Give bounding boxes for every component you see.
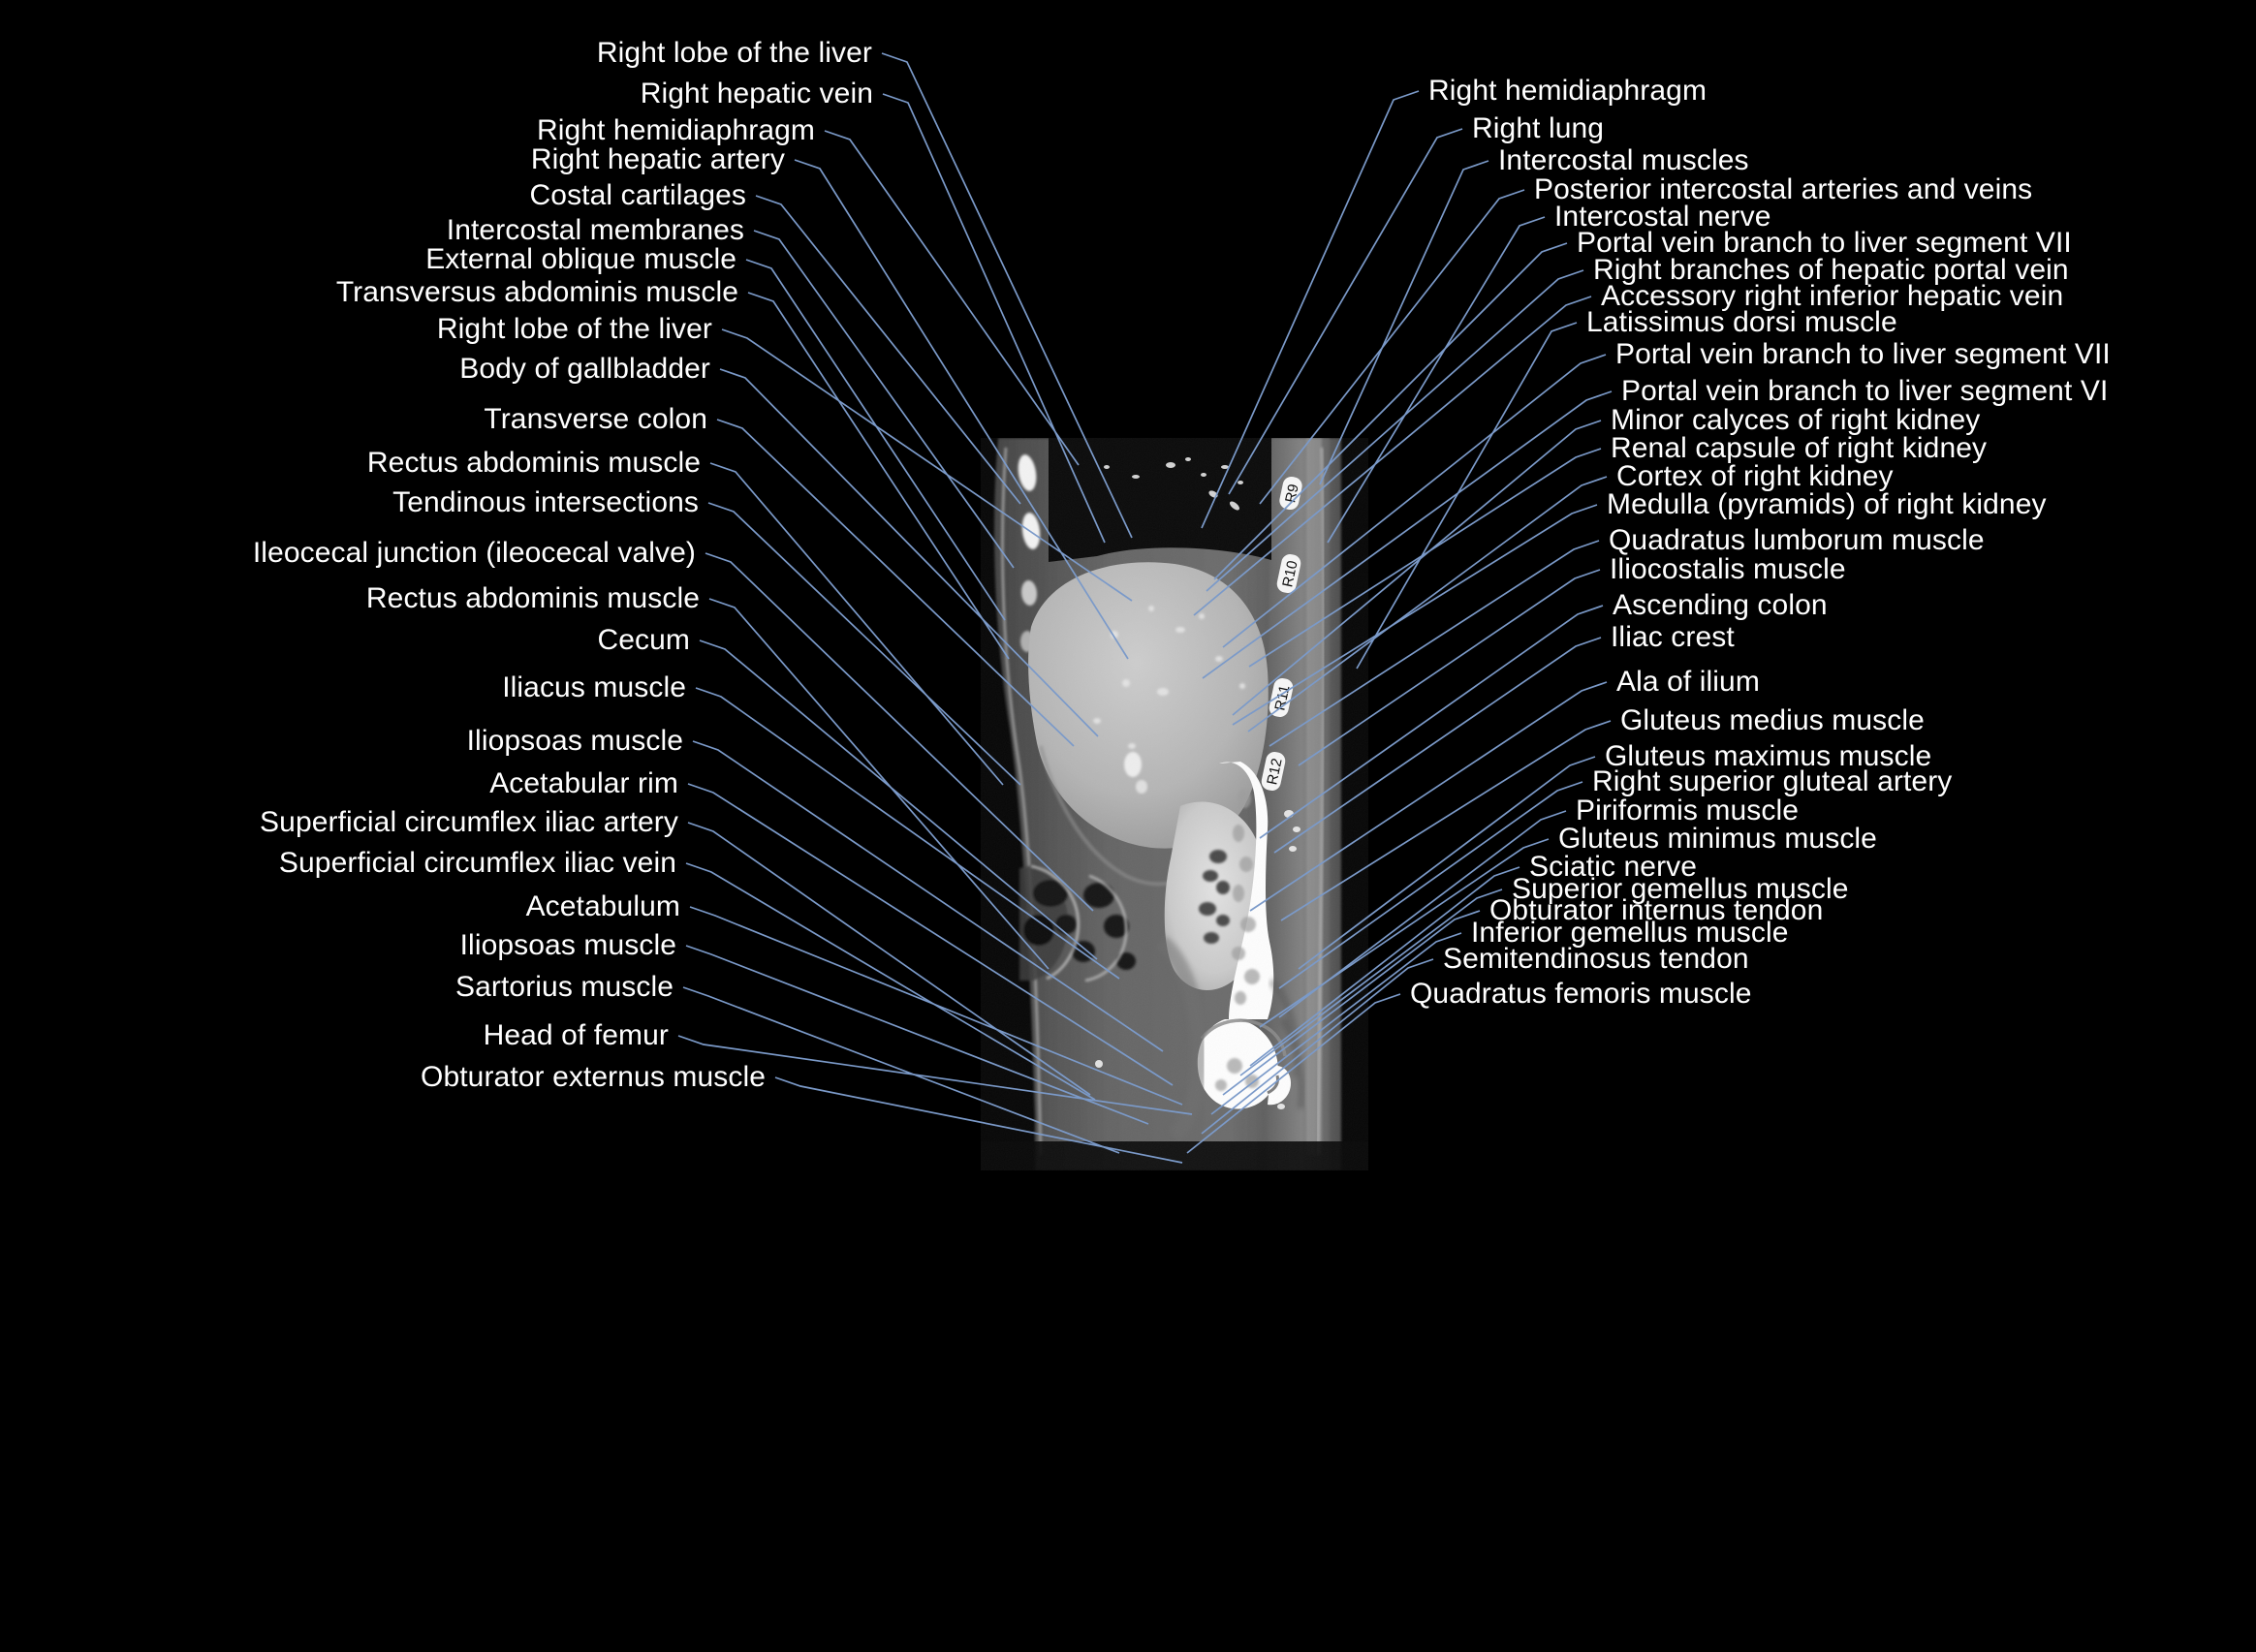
anatomy-label: Portal vein branch to liver segment VII xyxy=(1577,227,2072,259)
anatomy-label: Right branches of hepatic portal vein xyxy=(1593,254,2069,286)
anatomy-label: Body of gallbladder xyxy=(459,353,710,385)
anatomy-label: Iliocostalis muscle xyxy=(1610,553,1846,585)
anatomy-label: Semitendinosus tendon xyxy=(1443,943,1749,975)
anatomy-label: Quadratus femoris muscle xyxy=(1410,978,1752,1010)
anatomy-label: Minor calyces of right kidney xyxy=(1611,404,1981,436)
anatomy-label: Right lobe of the liver xyxy=(596,37,872,69)
anatomy-label: Ascending colon xyxy=(1613,589,1828,621)
anatomy-label: Intercostal nerve xyxy=(1554,201,1771,233)
anatomy-label: Cortex of right kidney xyxy=(1616,460,1894,492)
anatomy-label: Iliopsoas muscle xyxy=(466,725,683,757)
anatomy-label: Iliopsoas muscle xyxy=(459,929,676,961)
anatomy-label: Superficial circumflex iliac vein xyxy=(278,847,676,879)
ct-scan-canvas: R9 R10 R11 R12 xyxy=(981,438,1368,1170)
anatomy-label: Acetabular rim xyxy=(489,767,678,799)
anatomy-label: Right lung xyxy=(1472,112,1605,144)
leader-line xyxy=(747,292,1010,660)
anatomy-label: Cecum xyxy=(597,624,690,656)
ct-scan-image: R9 R10 R11 R12 xyxy=(981,438,1368,1170)
leader-line xyxy=(1319,160,1489,485)
anatomy-label: Gluteus maximus muscle xyxy=(1605,740,1932,772)
anatomy-label: Right hemidiaphragm xyxy=(536,114,815,146)
anatomy-label: Superior gemellus muscle xyxy=(1512,873,1849,905)
anatomy-label: Transverse colon xyxy=(484,403,707,435)
anatomy-label: Rectus abdominis muscle xyxy=(365,582,700,614)
anatomy-label: Gluteus minimus muscle xyxy=(1558,823,1877,855)
anatomy-label: Right hemidiaphragm xyxy=(1428,75,1708,107)
leader-line xyxy=(707,502,1021,786)
anatomy-label: Latissimus dorsi muscle xyxy=(1586,306,1897,338)
anatomy-label: Right hepatic artery xyxy=(530,143,785,175)
leader-line xyxy=(745,259,1006,621)
anatomy-label: Gluteus medius muscle xyxy=(1620,704,1925,736)
anatomy-label: Piriformis muscle xyxy=(1576,795,1800,826)
leader-line xyxy=(1356,322,1578,670)
anatomy-label: Ileocecal junction (ileocecal valve) xyxy=(252,537,696,569)
anatomy-label: Portal vein branch to liver segment VI xyxy=(1621,375,2109,407)
anatomy-label: Right superior gluteal artery xyxy=(1592,765,1953,797)
anatomy-label: Sartorius muscle xyxy=(454,971,674,1003)
anatomy-label: Right lobe of the liver xyxy=(436,313,712,345)
anatomy-label: Quadratus lumborum muscle xyxy=(1609,524,1985,556)
anatomy-label: External oblique muscle xyxy=(425,243,736,275)
anatomy-label: Tendinous intersections xyxy=(392,486,699,518)
anatomy-label: Intercostal muscles xyxy=(1498,144,1749,176)
anatomy-label: Obturator externus muscle xyxy=(421,1061,766,1093)
leader-line xyxy=(709,462,1004,786)
leader-line xyxy=(824,130,1080,466)
anatomy-label: Medulla (pyramids) of right kidney xyxy=(1607,488,2047,520)
anatomy-label: Transversus abdominis muscle xyxy=(335,276,738,308)
anatomy-label: Inferior gemellus muscle xyxy=(1471,917,1789,949)
anatomy-label: Ala of ilium xyxy=(1616,666,1760,698)
anatomy-label: Posterior intercostal arteries and veins xyxy=(1534,173,2033,205)
leader-line xyxy=(753,230,1015,569)
anatomy-label: Acetabulum xyxy=(525,890,680,922)
anatomy-label: Intercostal membranes xyxy=(446,214,744,246)
anatomy-label: Accessory right inferior hepatic vein xyxy=(1601,280,2064,312)
anatomy-label: Renal capsule of right kidney xyxy=(1611,432,1988,464)
anatomy-label: Right hepatic vein xyxy=(640,78,873,109)
anatomy-label: Head of femur xyxy=(483,1019,669,1051)
anatomy-label: Iliac crest xyxy=(1611,621,1735,653)
anatomy-label: Portal vein branch to liver segment VII xyxy=(1615,338,2111,370)
anatomy-label: Sciatic nerve xyxy=(1529,851,1698,883)
anatomy-label: Costal cartilages xyxy=(529,179,746,211)
anatomy-label: Obturator internus tendon xyxy=(1489,894,1824,926)
anatomy-label: Superficial circumflex iliac artery xyxy=(260,806,678,838)
anatomy-label: Iliacus muscle xyxy=(502,671,686,703)
anatomy-label: Rectus abdominis muscle xyxy=(366,447,701,479)
